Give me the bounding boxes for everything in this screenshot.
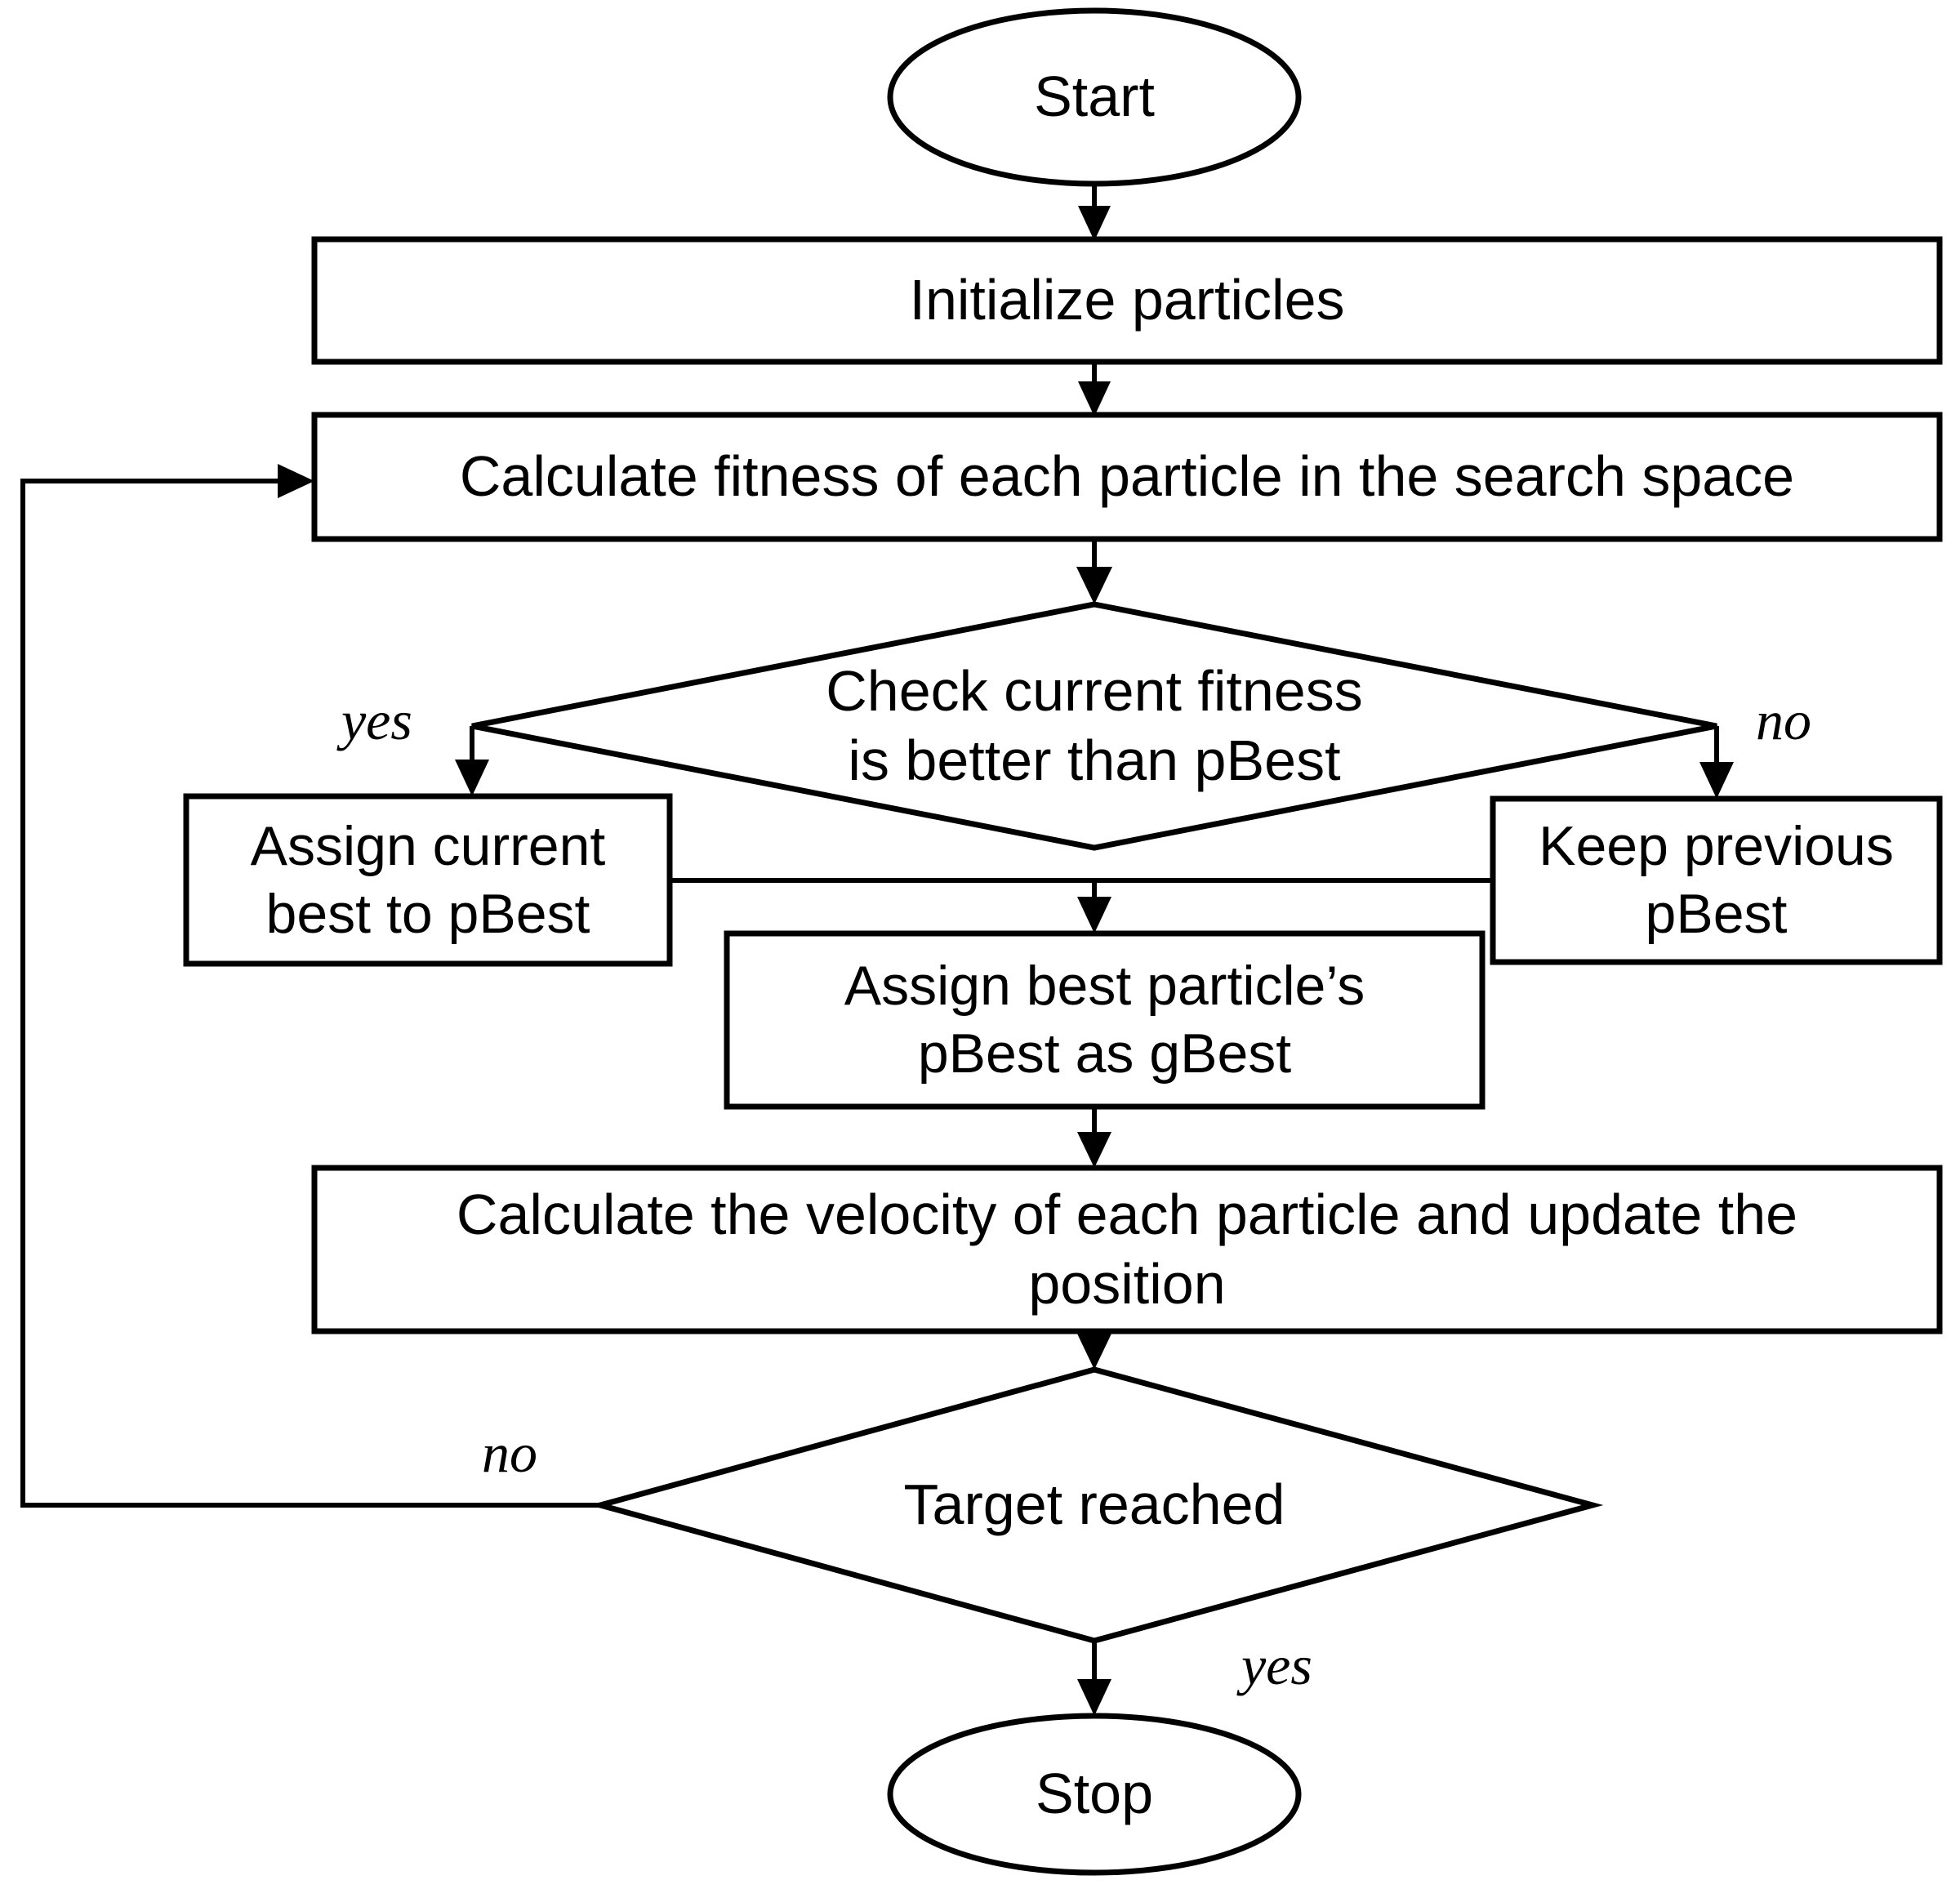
edge-calculate-velocity-to-target-reached [1077,1331,1111,1370]
edge-merge-bar [670,878,1493,933]
edge-target-yes-to-stop [1077,1641,1111,1716]
edge-target-no-feedback-loop [20,464,600,1508]
calculate-velocity-node-shape[interactable] [311,1165,1943,1334]
target-reached-decision-shape[interactable] [589,1366,1604,1644]
edge-label-target-no: no [482,1422,537,1484]
edge-initialize-to-calculate-fitness [1078,362,1111,417]
assign-current-best-node-shape[interactable] [183,793,673,967]
edge-calculate-fitness-to-check [1076,539,1112,604]
assign-gbest-node-shape[interactable] [724,930,1486,1110]
edge-assign-gbest-to-calculate-velocity [1077,1107,1111,1168]
edge-check-no-to-keep-previous [1699,726,1734,799]
stop-node-shape[interactable] [887,1713,1302,1876]
edge-label-check-no: no [1756,689,1811,751]
check-fitness-decision-shape[interactable] [471,601,1717,851]
calculate-fitness-node-shape[interactable] [311,412,1943,542]
edge-label-check-yes: yes [341,689,412,751]
edge-check-yes-to-assign-current-best [455,726,489,796]
edge-start-to-initialize [1078,184,1111,241]
initialize-node-shape[interactable] [311,236,1943,365]
edge-label-target-yes: yes [1241,1634,1312,1696]
keep-previous-pbest-node-shape[interactable] [1490,795,1943,965]
start-node-shape[interactable] [887,7,1302,187]
